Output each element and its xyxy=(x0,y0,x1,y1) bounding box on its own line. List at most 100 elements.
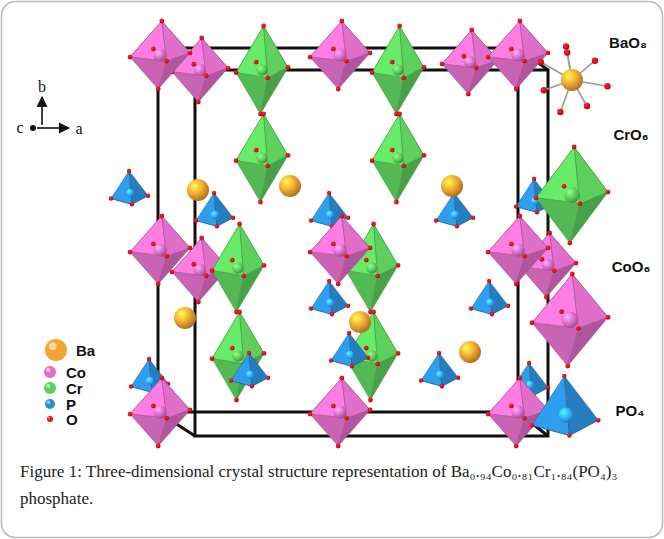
oxygen-atom xyxy=(437,351,441,355)
oxygen-atom xyxy=(159,214,164,219)
barium-atom xyxy=(441,175,463,197)
polyhedron-label: PO₄ xyxy=(616,402,645,419)
oxygen-atom xyxy=(546,246,551,251)
unit-cell xyxy=(158,48,548,436)
barium-atom xyxy=(349,311,371,333)
oxygen-atom xyxy=(396,351,401,356)
legend-label: Cr xyxy=(64,380,85,397)
cro6-key-octahedron-face xyxy=(536,147,580,204)
coo6-key-octahedron-face xyxy=(532,274,578,328)
legend-swatch-holder xyxy=(45,414,55,424)
legend-label: Ba xyxy=(74,342,97,359)
legend-swatch xyxy=(44,382,56,394)
oxygen-atom xyxy=(562,184,567,189)
po4-key-tetrahedron-face xyxy=(564,376,598,436)
barium-atom xyxy=(279,175,301,197)
oxygen-atom xyxy=(371,222,376,227)
oxygen-atom xyxy=(147,357,151,361)
oxygen-atom xyxy=(364,258,369,263)
coo6-octahedron-face xyxy=(442,30,476,68)
oxygen-atom xyxy=(419,378,423,382)
polyhedra-key xyxy=(530,43,611,437)
oxygen-atom xyxy=(191,262,196,267)
cro6-octahedron-atom xyxy=(366,262,377,273)
oxygen-atom xyxy=(308,55,313,60)
oxygen-atom xyxy=(368,246,373,251)
oxygen-atom xyxy=(330,312,334,316)
oxygen-atom xyxy=(188,246,193,251)
oxygen-atom xyxy=(331,46,336,51)
oxygen-atom xyxy=(517,376,522,381)
oxygen-atom xyxy=(128,250,133,255)
po4-tetrahedron-face xyxy=(131,359,152,392)
po4-tetrahedron-face xyxy=(516,179,537,212)
oxygen-atom xyxy=(204,273,209,278)
oxygen-atom xyxy=(254,148,259,153)
oxygen-atom xyxy=(347,331,351,335)
oxygen-atom xyxy=(199,36,204,41)
oxygen-atom xyxy=(368,398,373,403)
unit-cell-edge xyxy=(158,48,518,412)
oxygen-atom xyxy=(530,320,535,325)
oxygen-atom xyxy=(370,70,375,75)
oxygen-atom xyxy=(191,62,196,67)
oxygen-atom xyxy=(535,210,539,214)
oxygen-atom xyxy=(440,62,445,67)
oxygen-atom xyxy=(196,100,201,105)
oxygen-atom xyxy=(215,224,219,228)
po4-tetrahedron-atom xyxy=(126,189,134,197)
po4-tetrahedron-face xyxy=(421,353,442,386)
oxygen-atom xyxy=(250,384,254,388)
po4-tetrahedron-face xyxy=(331,333,352,366)
po4-tetrahedron-atom xyxy=(246,371,254,379)
oxygen-atom xyxy=(194,218,198,222)
po4-tetrahedron-face xyxy=(329,281,348,314)
oxygen-atom xyxy=(344,59,349,64)
oxygen-atom xyxy=(375,274,380,279)
oxygen-atom xyxy=(199,236,204,241)
coo6-octahedron-atom xyxy=(333,405,346,418)
oxygen-atom xyxy=(159,376,164,381)
swatch-highlight xyxy=(47,401,51,405)
oxygen-atom xyxy=(164,254,169,259)
oxygen-atom xyxy=(210,268,215,273)
axis-label: a xyxy=(75,120,82,138)
oxygen-atom xyxy=(440,384,444,388)
coo6-octahedron-face xyxy=(488,216,525,256)
oxygen-atom xyxy=(514,444,519,449)
oxygen-atom xyxy=(490,312,494,316)
oxygen-atom xyxy=(375,362,380,367)
oxygen-atom xyxy=(331,241,336,246)
crystal-structure xyxy=(109,19,579,449)
oxygen-atom xyxy=(308,412,313,417)
oxygen-atom xyxy=(455,224,459,228)
cro6-octahedron-face xyxy=(372,114,404,166)
oxygen-atom xyxy=(309,218,313,222)
coo6-octahedron-atom xyxy=(153,243,166,256)
oxygen-atom xyxy=(434,218,438,222)
oxygen-atom xyxy=(514,204,518,208)
po4-tetrahedron-face xyxy=(454,193,473,226)
axis-label: c xyxy=(16,119,23,137)
cro6-octahedron-face xyxy=(236,114,268,166)
swatch-highlight xyxy=(48,417,50,419)
oxygen-atom xyxy=(567,241,572,246)
oxygen-atom xyxy=(151,403,156,408)
oxygen-atom xyxy=(584,103,590,109)
oxygen-atom xyxy=(265,76,270,81)
oxygen-atom xyxy=(204,73,209,78)
oxygen-atom xyxy=(576,326,581,331)
legend-label: Co xyxy=(64,364,88,381)
coo6-octahedron-face xyxy=(488,21,525,61)
oxygen-atom xyxy=(562,374,566,378)
oxygen-atom xyxy=(390,148,395,153)
oxygen-atom xyxy=(130,202,134,206)
oxygen-atom xyxy=(247,351,251,355)
oxygen-atom xyxy=(368,51,373,56)
cro6-octahedron-atom xyxy=(232,350,243,361)
oxygen-atom xyxy=(366,356,370,360)
oxygen-atom xyxy=(530,423,534,427)
oxygen-atom xyxy=(261,24,266,29)
